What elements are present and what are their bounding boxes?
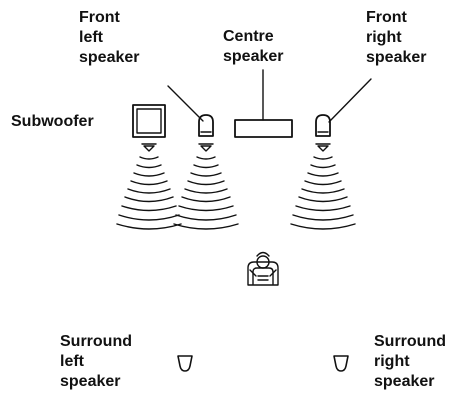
front-right-leader-line [328,78,372,123]
front-left-label: Front left speaker [79,9,140,66]
centre-speaker-icon [234,119,293,138]
front-right-speaker-icon [315,114,331,137]
front-right-label: Front right speaker [366,9,427,66]
surround-right-label: Surround right speaker [374,333,446,390]
subwoofer-direction-arrow [141,143,157,152]
front-left-speaker-icon [198,114,214,137]
subwoofer-sound-waves [116,156,182,230]
centre-label: Centre speaker [223,28,284,65]
surround-left-speaker-icon [177,355,193,372]
front-left-sound-waves [173,156,239,230]
front-right-direction-arrow [315,143,331,152]
front-right-sound-waves [290,156,356,230]
surround-right-speaker-icon [333,355,349,372]
listener-icon [247,251,279,286]
surround-left-label: Surround left speaker [60,333,132,390]
front-left-direction-arrow [198,143,214,152]
subwoofer-label: Subwoofer [11,113,94,130]
subwoofer-icon [132,104,166,138]
front-left-leader-line [167,85,204,122]
